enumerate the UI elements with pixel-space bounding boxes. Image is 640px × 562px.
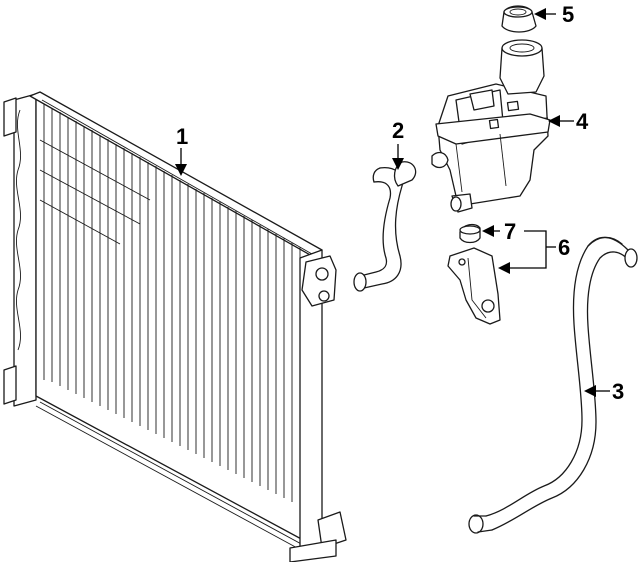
upper-hose-end	[353, 272, 367, 292]
seal-grommet	[459, 223, 481, 244]
reservoir-cap	[501, 5, 537, 33]
callout-5: 5	[562, 2, 574, 27]
radiator-left-bracket-bottom	[3, 365, 17, 405]
upper-radiator-hose	[353, 161, 417, 292]
callout-1: 1	[176, 124, 188, 149]
radiator-left-tank	[13, 93, 37, 407]
callout-7: 7	[504, 219, 516, 244]
radiator	[3, 91, 347, 562]
radiator-bottom-foot	[289, 539, 337, 562]
leader-lines	[175, 8, 610, 397]
reservoir-flange	[435, 113, 551, 145]
callout-2: 2	[392, 118, 404, 143]
reservoir-bracket	[447, 247, 501, 325]
coolant-reservoir	[431, 39, 551, 213]
lower-radiator-hose	[468, 236, 638, 534]
lower-hose-lower-end	[468, 514, 484, 534]
callout-labels: 1 2 3 4 5 6 7	[176, 2, 624, 404]
radiator-inlet-port	[315, 267, 329, 281]
radiator-cap-port	[318, 290, 330, 302]
callout-3: 3	[612, 379, 624, 404]
lower-hose-upper-end	[624, 248, 638, 268]
radiator-left-bracket-top	[3, 97, 17, 137]
radiator-right-bracket-bottom	[317, 511, 347, 549]
callout-6: 6	[558, 235, 570, 260]
callout-4: 4	[576, 109, 589, 134]
